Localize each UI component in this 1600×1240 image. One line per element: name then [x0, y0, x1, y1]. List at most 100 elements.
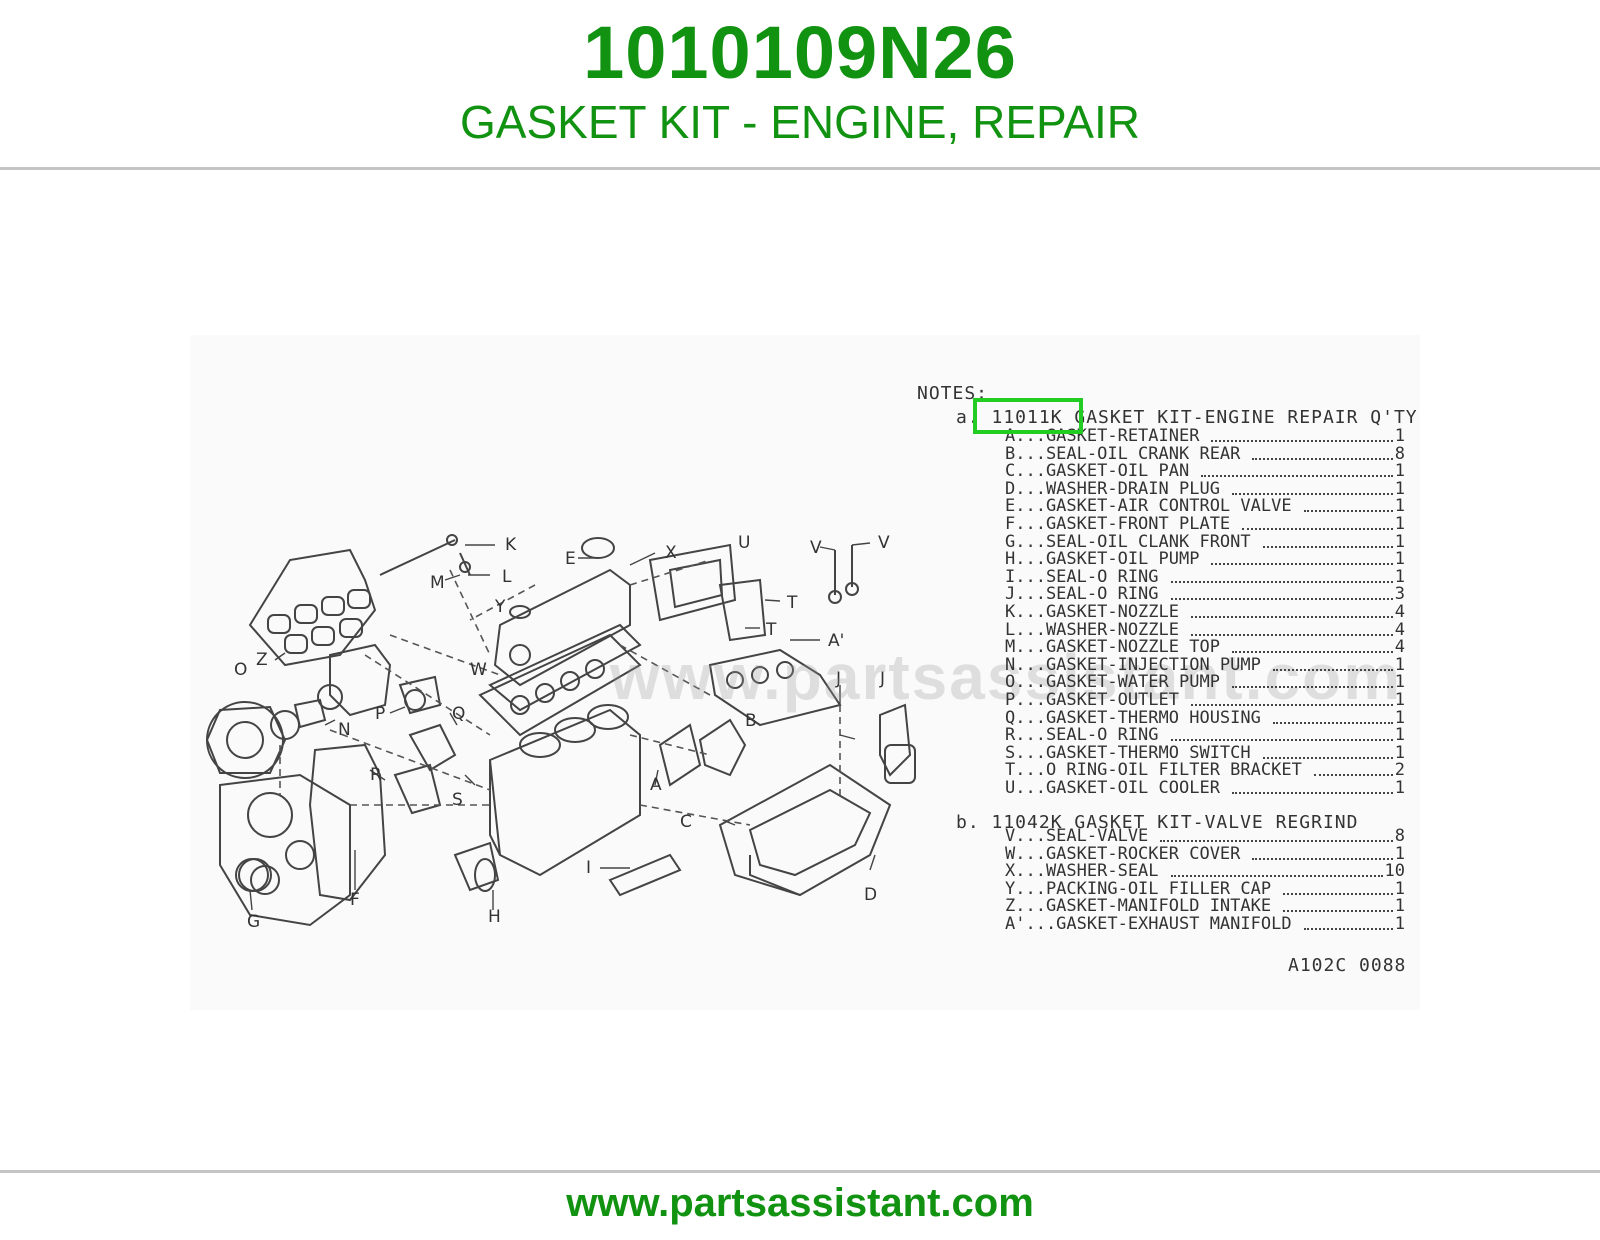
head-gasket-drawing	[478, 633, 642, 737]
callout-t-1: T	[787, 593, 798, 613]
leader-dots	[1231, 492, 1393, 495]
callout-z: Z	[256, 650, 268, 670]
footer-url[interactable]: www.partsassistant.com	[566, 1181, 1034, 1225]
leader-dots	[1191, 633, 1393, 636]
callout-k: K	[505, 535, 517, 555]
o-ring-drawing	[608, 853, 682, 897]
oil-pan-drawing	[718, 763, 892, 897]
part-list-label: S...GASKET-THERMO SWITCH	[1005, 742, 1251, 763]
intake-manifold-drawing	[248, 548, 377, 667]
part-list-qty: 1	[1394, 549, 1405, 570]
callout-i: I	[586, 858, 592, 878]
callout-j-1: J	[836, 669, 842, 689]
oil-cooler-drawing	[648, 543, 767, 642]
drawing-code: A102C 0088	[1288, 955, 1407, 976]
leader-dots	[1170, 875, 1383, 878]
part-list-label: H...GASKET-OIL PUMP	[1005, 549, 1200, 570]
part-list-label: R...SEAL-O RING	[1005, 725, 1159, 746]
leader-dots	[1201, 475, 1393, 478]
oil-pump-drawing	[453, 841, 500, 892]
part-list-label: D...WASHER-DRAIN PLUG	[1005, 478, 1220, 499]
injection-pump-drawing	[293, 643, 392, 729]
part-list-qty: 2	[1394, 760, 1405, 781]
part-list-qty: 1	[1394, 496, 1405, 517]
part-list-label: Q...GASKET-THERMO HOUSING	[1005, 707, 1261, 728]
part-list-qty: 1	[1394, 478, 1405, 499]
part-list-item: Q...GASKET-THERMO HOUSING 1	[1005, 709, 1405, 727]
leader-dots	[1160, 840, 1393, 842]
leader-dots	[1272, 668, 1393, 671]
part-list-qty: 1	[1394, 742, 1405, 763]
callout-b: B	[745, 711, 757, 731]
part-list-label: W...GASKET-ROCKER COVER	[1005, 843, 1241, 864]
leader-dots	[1231, 651, 1393, 654]
notes-title: NOTES:	[917, 383, 989, 404]
header-divider	[0, 167, 1600, 170]
leader-dots	[1211, 563, 1393, 566]
kit-b-heading: b. 11042K GASKET KIT-VALVE REGRIND	[956, 812, 1359, 833]
leader-dots	[1252, 457, 1393, 460]
parts-notes: NOTES: a. 11011K GASKET KIT-ENGINE REPAI…	[190, 335, 1420, 1010]
part-list-label: U...GASKET-OIL COOLER	[1005, 778, 1220, 798]
part-list-qty: 1	[1394, 778, 1405, 798]
callout-u: U	[738, 533, 751, 553]
leader-dots	[1231, 686, 1393, 689]
part-list-qty: 1	[1394, 531, 1405, 552]
leader-dots	[1262, 756, 1393, 759]
leader-dots	[1191, 704, 1393, 706]
leader-dots	[1252, 857, 1393, 860]
callout-p: P	[375, 704, 386, 724]
part-list-qty: 10	[1384, 861, 1405, 882]
part-name: GASKET KIT - ENGINE, REPAIR	[460, 96, 1140, 148]
callout-q: Q	[452, 704, 466, 724]
part-list-item: K...GASKET-NOZZLE 4	[1005, 603, 1405, 621]
part-list-qty: 1	[1394, 426, 1405, 446]
part-list-label: L...WASHER-NOZZLE	[1005, 619, 1179, 640]
leader-dots	[1283, 910, 1393, 913]
part-list-qty: 1	[1394, 514, 1405, 534]
parts-diagram: K L M E X Y U T T V V A' Z O N P Q W B J…	[190, 335, 1420, 1010]
part-list-label: M...GASKET-NOZZLE TOP	[1005, 637, 1220, 658]
part-list-qty: 1	[1394, 843, 1405, 864]
part-list-label: T...O RING-OIL FILTER BRACKET	[1005, 760, 1302, 781]
callout-a-prime: A'	[828, 631, 845, 651]
part-list-label: K...GASKET-NOZZLE	[1005, 602, 1179, 622]
part-list-qty: 1	[1394, 654, 1405, 675]
leader-dots	[1191, 616, 1393, 618]
part-list-label: I...SEAL-O RING	[1005, 566, 1159, 587]
part-list-qty: 8	[1394, 443, 1405, 464]
callout-h: H	[488, 907, 501, 927]
leader-dots	[1262, 545, 1393, 548]
footer-divider	[0, 1170, 1600, 1173]
engine-exploded-view	[205, 534, 916, 927]
callout-t-2: T	[766, 620, 777, 640]
front-seal-drawing	[235, 858, 269, 892]
part-list-qty: 4	[1394, 602, 1405, 622]
leader-dots	[1170, 739, 1393, 742]
rear-seal-drawing	[698, 718, 747, 777]
part-list-label: P...GASKET-OUTLET	[1005, 690, 1179, 710]
part-list-label: C...GASKET-OIL PAN	[1005, 461, 1190, 482]
part-list-label: Z...GASKET-MANIFOLD INTAKE	[1005, 896, 1272, 917]
part-number: 1010109N26	[583, 11, 1017, 94]
callout-m: M	[430, 573, 445, 593]
part-list-item: D...WASHER-DRAIN PLUG 1	[1005, 480, 1405, 498]
callout-x: X	[665, 543, 677, 563]
leader-dots	[1272, 721, 1393, 724]
part-list-qty: 1	[1394, 707, 1405, 728]
part-list-qty: 4	[1394, 619, 1405, 640]
part-list-item: B...SEAL-OIL CRANK REAR 8	[1005, 445, 1405, 463]
part-list-qty: 1	[1394, 878, 1405, 899]
part-list-label: B...SEAL-OIL CRANK REAR	[1005, 443, 1241, 464]
callout-y: Y	[495, 597, 506, 617]
part-list-label: O...GASKET-WATER PUMP	[1005, 672, 1220, 693]
